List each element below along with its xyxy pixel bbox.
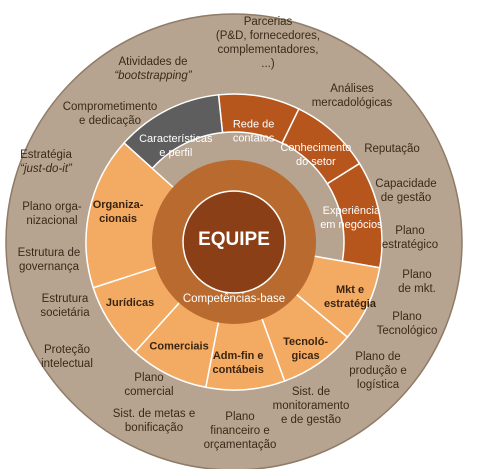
competencies-base-title: Competências-base	[183, 293, 285, 305]
competency-label: Jurídicas	[106, 297, 154, 309]
competencies-base-band	[151, 160, 316, 325]
outer-ring-item: Atividades de“bootstrapping”	[114, 56, 193, 82]
outer-ring-item: Estratégia“just-do-it”	[20, 149, 73, 175]
competency-label: Comerciais	[149, 340, 208, 352]
outer-ring-item: Parcerias(P&D, fornecedores,complementad…	[216, 16, 320, 70]
competency-label: Tecnoló-gicas	[283, 336, 328, 362]
core-circle	[182, 190, 286, 294]
outer-ring-item: Plano orga-nizacional	[22, 201, 82, 227]
core-label: EQUIPE	[198, 229, 270, 250]
outer-ring-item: Reputação	[364, 143, 420, 155]
characteristics-segment	[122, 93, 224, 170]
competency-label: Organiza-cionais	[93, 199, 144, 225]
